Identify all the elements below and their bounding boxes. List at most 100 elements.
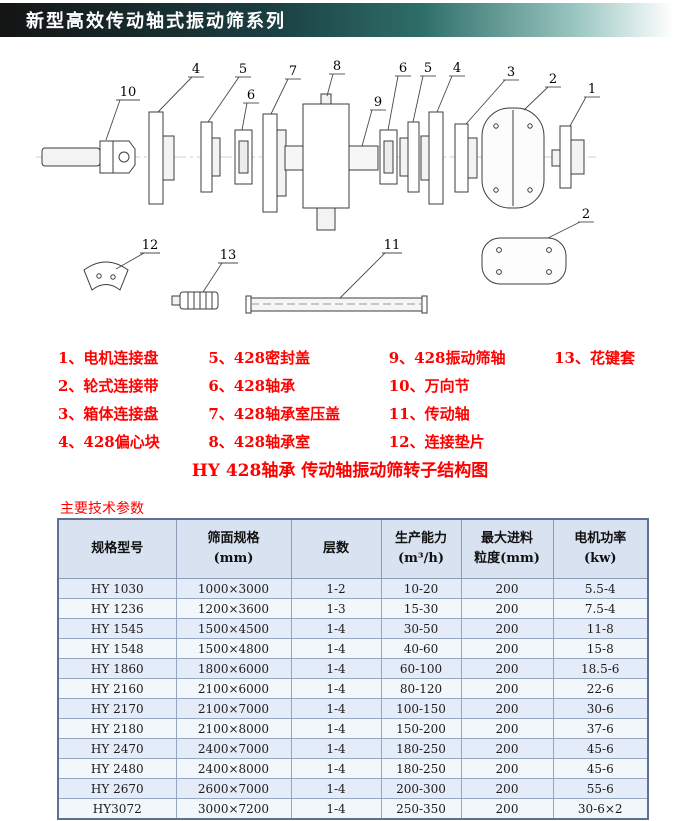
table-cell: 1800×6000 — [175, 658, 292, 679]
table-cell: 22-6 — [552, 678, 649, 699]
table-cell: 15-30 — [380, 598, 462, 619]
table-cell: HY 2180 — [57, 718, 177, 739]
table-cell: 200 — [460, 698, 554, 719]
table-cell: 2100×6000 — [175, 678, 292, 699]
table-cell: 1500×4500 — [175, 618, 292, 639]
callout-label: 7 — [289, 64, 297, 79]
table-cell: 1-4 — [290, 698, 382, 719]
part-bearing-right — [379, 129, 398, 185]
diagram-caption: HY 428轴承 传动轴振动筛转子结构图 — [191, 461, 489, 481]
legend-item: 11、传动轴 — [388, 405, 470, 423]
table-cell: 1500×4800 — [175, 638, 292, 659]
table-cell: HY 2160 — [57, 678, 177, 699]
part-universal-joint — [41, 140, 136, 174]
column-header: 规格型号 — [57, 518, 177, 579]
table-cell: 30-50 — [380, 618, 462, 639]
part-connection-shim — [83, 261, 129, 291]
part-drive-shaft — [245, 295, 428, 314]
legend-item: 13、花键套 — [554, 349, 635, 367]
table-cell: 37-6 — [552, 718, 649, 739]
table-cell: 180-250 — [380, 738, 462, 759]
table-cell: HY 1236 — [57, 598, 177, 619]
column-header: 最大进料 粒度(mm) — [460, 518, 554, 579]
table-cell: 200 — [460, 758, 554, 779]
legend-column: 13、花键套 — [554, 344, 635, 456]
part-housing-connection-flange — [454, 123, 478, 193]
part-seal-cover-right — [399, 121, 420, 193]
table-cell: 1200×3600 — [175, 598, 292, 619]
table-cell: 200 — [460, 638, 554, 659]
table-cell: 3000×7200 — [175, 798, 292, 820]
table-cell: 2600×7000 — [175, 778, 292, 799]
parts-legend: 1、电机连接盘 2、轮式连接带 3、箱体连接盘 4、428偏心块 5、428密封盖 6、4… — [58, 344, 635, 456]
table-cell: 80-120 — [380, 678, 462, 699]
legend-item: 7、428轴承室压盖 — [208, 405, 341, 423]
table-cell: 2100×7000 — [175, 698, 292, 719]
table-cell: 2100×8000 — [175, 718, 292, 739]
table-cell: 200 — [460, 578, 554, 599]
callout-label: 2 — [549, 72, 557, 87]
part-seal-cover-left — [200, 121, 221, 193]
callout-label: 2 — [582, 207, 590, 222]
exploded-assembly-diagram: 10 4 5 6 7 8 9 6 5 4 3 2 1 12 13 11 2 — [36, 59, 600, 314]
table-cell: 150-200 — [380, 718, 462, 739]
legend-item: 5、428密封盖 — [208, 349, 311, 367]
table-cell: 18.5-6 — [552, 658, 649, 679]
header-bar: 新型高效传动轴式振动筛系列 — [0, 3, 680, 37]
legend-item: 9、428振动筛轴 — [388, 349, 506, 367]
callout-label: 5 — [239, 62, 247, 77]
table-cell: 180-250 — [380, 758, 462, 779]
column-header: 电机功率 (kw) — [552, 518, 649, 579]
table-cell: 30-6×2 — [552, 798, 649, 820]
callout-label: 4 — [453, 61, 461, 76]
legend-item: 1、电机连接盘 — [58, 349, 159, 367]
callout-label: 6 — [399, 61, 407, 76]
table-cell: 1-4 — [290, 618, 382, 639]
table-cell: 250-350 — [380, 798, 462, 820]
table-cell: 200 — [460, 658, 554, 679]
legend-item: 6、428轴承 — [208, 377, 296, 395]
part-eccentric-block-right — [420, 111, 444, 205]
legend-item: 3、箱体连接盘 — [58, 405, 159, 423]
table-cell: HY 2480 — [57, 758, 177, 779]
table-cell: HY 1860 — [57, 658, 177, 679]
table-cell: HY 2670 — [57, 778, 177, 799]
table-cell: 7.5-4 — [552, 598, 649, 619]
part-wheel-connection-belt — [481, 107, 545, 209]
table-cell: 200 — [460, 598, 554, 619]
part-bearing-chamber-cover — [262, 113, 287, 213]
table-cell: HY 2170 — [57, 698, 177, 719]
table-cell: 30-6 — [552, 698, 649, 719]
table-cell: HY 1545 — [57, 618, 177, 639]
table-cell: 1000×3000 — [175, 578, 292, 599]
part-bearing-chamber — [302, 93, 350, 231]
table-cell: 15-8 — [552, 638, 649, 659]
table-cell: 200 — [460, 678, 554, 699]
spec-table: 规格型号筛面规格 (mm)层数生产能力 (m³/h)最大进料 粒度(mm)电机功… — [57, 518, 649, 820]
table-cell: 60-100 — [380, 658, 462, 679]
table-cell: 200 — [460, 798, 554, 820]
callout-label: 11 — [384, 238, 401, 253]
legend-item: 4、428偏心块 — [58, 433, 160, 451]
legend-item: 2、轮式连接带 — [58, 377, 159, 395]
column-header: 生产能力 (m³/h) — [380, 518, 462, 579]
callout-label: 9 — [374, 95, 382, 110]
table-cell: HY 2470 — [57, 738, 177, 759]
section-title: 主要技术参数 — [60, 501, 144, 517]
column-header: 筛面规格 (mm) — [175, 518, 292, 579]
table-cell: 1-4 — [290, 678, 382, 699]
table-cell: 200 — [460, 618, 554, 639]
table-cell: 200 — [460, 738, 554, 759]
table-cell: HY 1030 — [57, 578, 177, 599]
legend-column: 1、电机连接盘 2、轮式连接带 3、箱体连接盘 4、428偏心块 — [58, 344, 160, 456]
